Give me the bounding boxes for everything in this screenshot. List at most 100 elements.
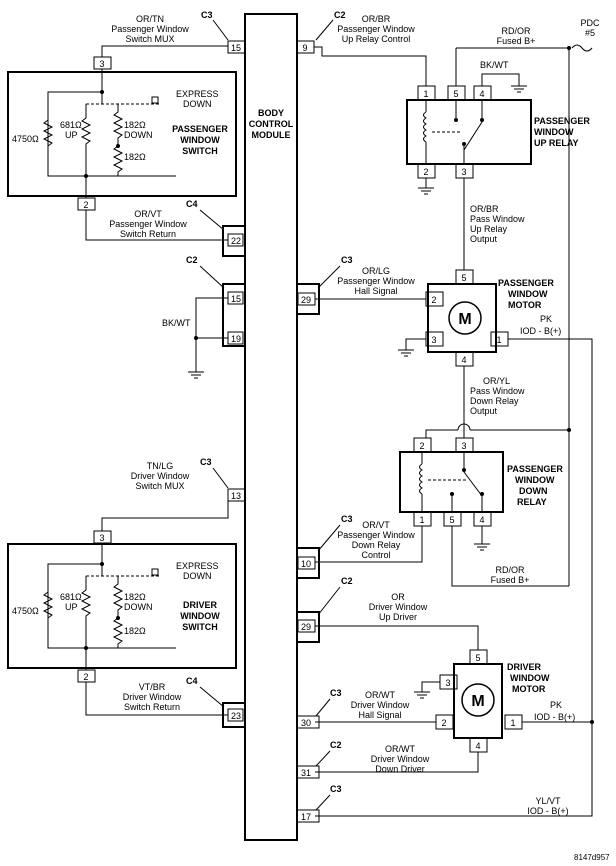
bcm-right-pins: 9 29 10 29 30 31 17 — [296, 40, 320, 823]
svg-text:1: 1 — [423, 89, 428, 99]
svg-text:3: 3 — [431, 335, 436, 345]
svg-text:2: 2 — [419, 441, 424, 451]
svg-text:Passenger Window: Passenger Window — [109, 219, 187, 229]
svg-text:SWITCH: SWITCH — [182, 622, 218, 632]
svg-text:UP: UP — [65, 130, 78, 140]
svg-text:4750Ω: 4750Ω — [12, 134, 39, 144]
pin-29-driver: 29 — [301, 622, 311, 632]
svg-text:RD/OR: RD/OR — [496, 565, 526, 575]
svg-text:2: 2 — [83, 672, 88, 682]
svg-text:Switch Return: Switch Return — [120, 229, 176, 239]
svg-text:OR/WT: OR/WT — [385, 744, 415, 754]
svg-text:SWITCH: SWITCH — [182, 146, 218, 156]
svg-text:3: 3 — [461, 441, 466, 451]
svg-text:182Ω: 182Ω — [124, 626, 146, 636]
svg-text:Down Driver: Down Driver — [375, 764, 425, 774]
svg-text:PASSENGER: PASSENGER — [498, 278, 554, 288]
pin-29: 29 — [301, 295, 311, 305]
pin-31: 31 — [301, 768, 311, 778]
svg-text:WINDOW: WINDOW — [508, 289, 548, 299]
svg-text:PASSENGER: PASSENGER — [172, 124, 228, 134]
svg-text:Passenger Window: Passenger Window — [337, 24, 415, 34]
passenger-up-relay: 1 5 4 2 3 BK/WT OR/BR Passenger Window U… — [314, 14, 590, 195]
svg-text:IOD - B(+): IOD - B(+) — [520, 326, 561, 336]
svg-text:182Ω: 182Ω — [124, 120, 146, 130]
svg-text:5: 5 — [453, 89, 458, 99]
svg-text:4: 4 — [461, 355, 466, 365]
svg-text:Driver Window: Driver Window — [123, 692, 182, 702]
svg-text:Pass Window: Pass Window — [470, 386, 525, 396]
svg-text:5: 5 — [449, 515, 454, 525]
svg-text:4: 4 — [475, 741, 480, 751]
svg-text:WINDOW: WINDOW — [515, 475, 555, 485]
svg-text:Up Relay Control: Up Relay Control — [342, 34, 411, 44]
svg-text:Fused B+: Fused B+ — [497, 36, 536, 46]
connector-c3-drvmux: C3 — [200, 457, 212, 467]
svg-text:OR/BR: OR/BR — [470, 204, 499, 214]
svg-text:Output: Output — [470, 234, 498, 244]
svg-text:OR/BR: OR/BR — [362, 14, 391, 24]
svg-text:3: 3 — [461, 167, 466, 177]
svg-text:DOWN: DOWN — [183, 571, 212, 581]
svg-text:182Ω: 182Ω — [124, 152, 146, 162]
driver-window-switch: 3 2 EXPRESS DOWN 4750Ω 681Ω UP 182Ω DOWN… — [7, 495, 237, 683]
pin-22: 22 — [231, 236, 241, 246]
svg-text:PK: PK — [540, 314, 552, 324]
bcm-label-3: MODULE — [252, 130, 291, 140]
svg-text:MOTOR: MOTOR — [512, 684, 546, 694]
svg-text:IOD - B(+): IOD - B(+) — [527, 806, 568, 816]
passenger-window-motor: OR/BR Pass Window Up Relay Output 5 2 3 … — [315, 178, 593, 808]
svg-text:Hall Signal: Hall Signal — [354, 286, 397, 296]
svg-text:Passenger Window: Passenger Window — [337, 276, 415, 286]
svg-text:5: 5 — [475, 653, 480, 663]
svg-text:#5: #5 — [585, 28, 595, 38]
svg-text:1: 1 — [419, 515, 424, 525]
svg-text:PK: PK — [550, 700, 562, 710]
pin-15-c2: 15 — [231, 294, 241, 304]
svg-text:OR/LG: OR/LG — [362, 266, 390, 276]
svg-text:4: 4 — [479, 515, 484, 525]
svg-text:WINDOW: WINDOW — [510, 673, 550, 683]
svg-text:Down Relay: Down Relay — [470, 396, 519, 406]
svg-text:OR/VT: OR/VT — [362, 520, 390, 530]
svg-text:DRIVER: DRIVER — [183, 600, 218, 610]
svg-text:WINDOW: WINDOW — [534, 127, 574, 137]
svg-text:Passenger Window: Passenger Window — [111, 24, 189, 34]
pin-10: 10 — [301, 559, 311, 569]
svg-text:WINDOW: WINDOW — [180, 135, 220, 145]
connector-c4-drv: C4 — [186, 676, 198, 686]
pin-19: 19 — [231, 334, 241, 344]
pin-13: 13 — [231, 491, 241, 501]
svg-text:M: M — [458, 311, 471, 328]
pin-9: 9 — [302, 43, 307, 53]
svg-text:EXPRESS: EXPRESS — [176, 89, 219, 99]
passenger-window-switch: 3 2 EXPRESS DOWN 4750Ω 681Ω UP 182Ω DOWN… — [7, 45, 237, 211]
svg-text:2: 2 — [431, 295, 436, 305]
svg-text:DOWN: DOWN — [124, 130, 153, 140]
connector-c3-ylvt: C3 — [330, 784, 342, 794]
pin-30: 30 — [301, 718, 311, 728]
svg-text:BK/WT: BK/WT — [162, 318, 191, 328]
svg-text:Switch MUX: Switch MUX — [125, 34, 174, 44]
passenger-down-relay: OR/YL Pass Window Down Relay Output 2 3 … — [315, 366, 569, 587]
svg-text:Hall Signal: Hall Signal — [358, 710, 401, 720]
svg-text:RD/OR: RD/OR — [502, 26, 532, 36]
svg-text:MOTOR: MOTOR — [508, 300, 542, 310]
svg-text:OR/VT: OR/VT — [134, 209, 162, 219]
connector-c2-drvup: C2 — [341, 576, 353, 586]
svg-text:PASSENGER: PASSENGER — [534, 116, 590, 126]
pin-17: 17 — [301, 812, 311, 822]
svg-text:Up Relay: Up Relay — [470, 224, 508, 234]
svg-text:2: 2 — [441, 718, 446, 728]
connector-c2-top: C2 — [334, 10, 346, 20]
svg-text:PDC: PDC — [580, 18, 600, 28]
svg-text:PASSENGER: PASSENGER — [507, 464, 563, 474]
svg-text:Driver Window: Driver Window — [351, 700, 410, 710]
svg-text:UP RELAY: UP RELAY — [534, 138, 579, 148]
svg-text:TN/LG: TN/LG — [147, 461, 174, 471]
svg-text:DOWN: DOWN — [183, 99, 212, 109]
connector-c3-drvhall: C3 — [330, 688, 342, 698]
svg-text:5: 5 — [461, 273, 466, 283]
svg-text:DRIVER: DRIVER — [507, 662, 542, 672]
svg-text:YL/VT: YL/VT — [535, 796, 561, 806]
